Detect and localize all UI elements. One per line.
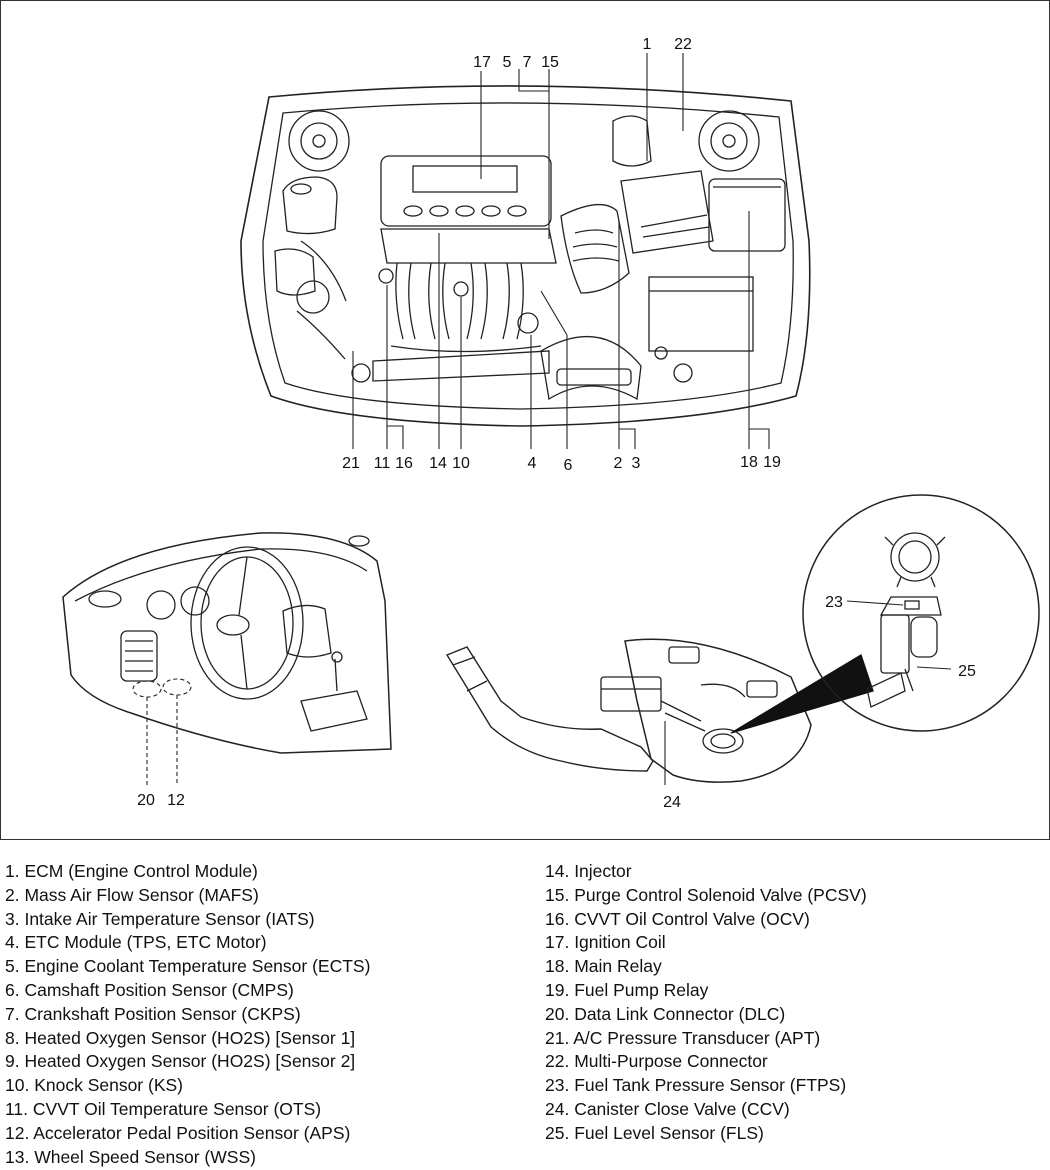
callout-11: 11	[374, 455, 391, 472]
callout-10: 10	[452, 455, 470, 472]
callout-5: 5	[503, 54, 512, 71]
legend-item: 7. Crankshaft Position Sensor (CKPS)	[5, 1003, 301, 1024]
legend-item: 4. ETC Module (TPS, ETC Motor)	[5, 932, 267, 953]
legend-left-column: 1. ECM (Engine Control Module) 2. Mass A…	[5, 860, 370, 1169]
legend-item: 3. Intake Air Temperature Sensor (IATS)	[5, 908, 315, 929]
legend-item: 15. Purge Control Solenoid Valve (PCSV)	[545, 884, 867, 905]
legend-item: 5. Engine Coolant Temperature Sensor (EC…	[5, 956, 371, 977]
legend-item: 11. CVVT Oil Temperature Sensor (OTS)	[5, 1098, 322, 1119]
engine-bay-drawing	[240, 85, 811, 427]
fuel-tank-drawing	[445, 638, 812, 783]
legend-item: 9. Heated Oxygen Sensor (HO2S) [Sensor 2…	[5, 1051, 356, 1072]
callout-7: 7	[523, 54, 532, 71]
diagram-frame: 17 5 7 15 1 22 21 11 16 14 10 4 6 2 3 18…	[0, 0, 1050, 840]
callout-14: 14	[429, 455, 447, 472]
legend-item: 22. Multi-Purpose Connector	[545, 1051, 768, 1072]
legend-item: 25. Fuel Level Sensor (FLS)	[545, 1122, 764, 1143]
legend-item: 12. Accelerator Pedal Position Sensor (A…	[5, 1122, 351, 1143]
legend-right-column: 14. Injector 15. Purge Control Solenoid …	[545, 860, 867, 1146]
callout-25: 25	[958, 663, 976, 680]
legend-item: 18. Main Relay	[545, 956, 662, 977]
legend-item: 23. Fuel Tank Pressure Sensor (FTPS)	[545, 1075, 847, 1096]
fuel-pump-zoom-circle	[802, 494, 1040, 732]
component-location-diagram: 17 5 7 15 1 22 21 11 16 14 10 4 6 2 3 18…	[62, 36, 1040, 811]
legend-item: 1. ECM (Engine Control Module)	[5, 861, 258, 881]
legend-item: 16. CVVT Oil Control Valve (OCV)	[545, 908, 810, 929]
callout-22: 22	[674, 36, 692, 53]
engine-leader-lines	[352, 53, 770, 449]
legend-item: 10. Knock Sensor (KS)	[5, 1075, 183, 1096]
callout-3: 3	[632, 455, 641, 472]
callout-23: 23	[825, 594, 843, 611]
legend-item: 6. Camshaft Position Sensor (CMPS)	[5, 979, 294, 1000]
callout-12: 12	[167, 792, 185, 809]
fuel-leader-lines	[664, 600, 952, 785]
callout-1: 1	[643, 36, 652, 53]
callout-labels: 17 5 7 15 1 22 21 11 16 14 10 4 6 2 3 18…	[137, 36, 976, 811]
callout-21: 21	[342, 455, 360, 472]
dashboard-drawing	[62, 532, 392, 754]
legend-item: 13. Wheel Speed Sensor (WSS)	[5, 1146, 256, 1167]
callout-20: 20	[137, 792, 155, 809]
callout-17: 17	[473, 54, 491, 71]
legend-item: 21. A/C Pressure Transducer (APT)	[545, 1027, 821, 1048]
legend-item: 20. Data Link Connector (DLC)	[545, 1003, 786, 1024]
callout-18: 18	[740, 454, 758, 471]
legend-item: 14. Injector	[545, 861, 632, 881]
zoom-wedge	[730, 654, 874, 734]
callout-15: 15	[541, 54, 559, 71]
legend-item: 19. Fuel Pump Relay	[545, 979, 709, 1000]
callout-19: 19	[763, 454, 781, 471]
callout-6: 6	[564, 457, 573, 474]
callout-4: 4	[528, 455, 537, 472]
dashboard-leader-lines	[132, 678, 192, 785]
legend-item: 17. Ignition Coil	[545, 932, 666, 953]
callout-24: 24	[663, 794, 681, 811]
callout-2: 2	[614, 455, 623, 472]
component-legend: 1. ECM (Engine Control Module) 2. Mass A…	[0, 860, 1050, 1170]
legend-item: 2. Mass Air Flow Sensor (MAFS)	[5, 884, 259, 905]
legend-item: 8. Heated Oxygen Sensor (HO2S) [Sensor 1…	[5, 1027, 356, 1048]
legend-item: 24. Canister Close Valve (CCV)	[545, 1098, 790, 1119]
callout-16: 16	[395, 455, 413, 472]
